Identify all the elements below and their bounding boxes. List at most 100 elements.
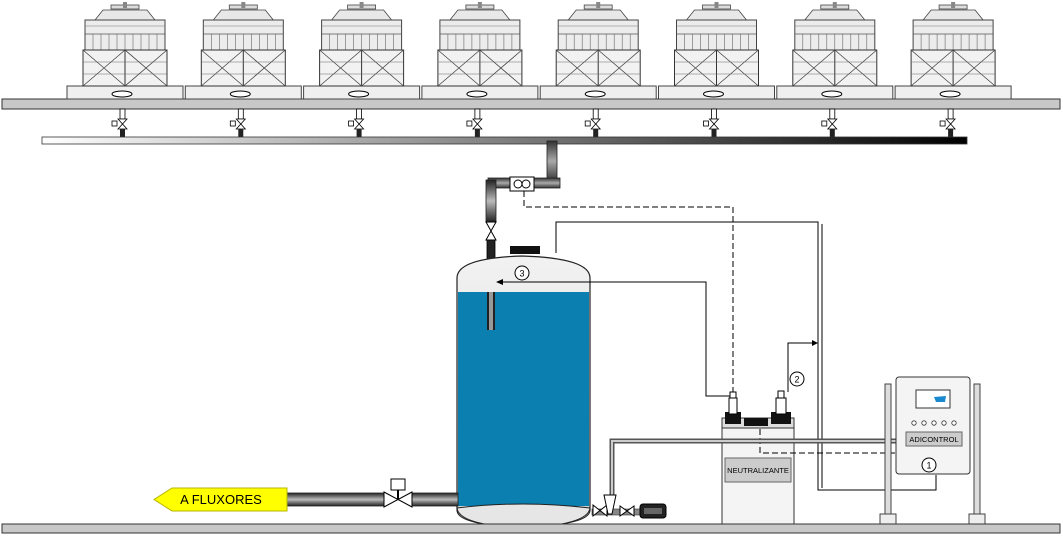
cooling-tower bbox=[303, 2, 421, 141]
tower-valve-handle bbox=[466, 120, 473, 127]
tower-riser bbox=[238, 129, 244, 141]
tower-valve-handle bbox=[821, 120, 828, 127]
cooling-tower bbox=[776, 2, 894, 141]
dosing-pump-base-2 bbox=[771, 412, 791, 424]
flowmeter-rotor-left bbox=[513, 179, 523, 189]
tower-louver-cross bbox=[674, 49, 759, 87]
tower-louver-cross bbox=[82, 49, 168, 87]
tower-valve-handle bbox=[584, 120, 591, 127]
signal-line-flowmeter bbox=[523, 191, 734, 394]
controller-cabinet bbox=[895, 376, 971, 475]
tower-riser bbox=[356, 129, 362, 141]
controller-display bbox=[915, 389, 951, 409]
tower-valve-handle bbox=[703, 120, 709, 127]
tower-louver-cross bbox=[319, 49, 404, 87]
recirculation-pump-highlight bbox=[644, 508, 662, 514]
drain-check-valve-icon bbox=[619, 505, 635, 517]
tower-hood bbox=[922, 9, 984, 21]
tower-drop-pipe bbox=[356, 108, 363, 120]
controller-button[interactable] bbox=[921, 420, 927, 426]
tower-fan-hub bbox=[596, 2, 601, 8]
tower-valve-handle bbox=[111, 120, 118, 127]
tower-valve-icon bbox=[353, 118, 365, 130]
controller-button[interactable] bbox=[911, 420, 917, 426]
tower-valve-icon bbox=[708, 118, 720, 130]
tower-valve-handle bbox=[348, 120, 355, 127]
outflow-arrow bbox=[153, 487, 288, 512]
ground-floor bbox=[1, 523, 1061, 534]
tower-drain-flange bbox=[229, 90, 251, 98]
tower-drop-pipe bbox=[237, 108, 244, 120]
tower-louver-cross bbox=[201, 49, 286, 87]
controller-display-icon bbox=[934, 396, 946, 402]
tower-drop-pipe bbox=[474, 108, 481, 120]
manhole-cover bbox=[510, 246, 540, 254]
cooling-towers bbox=[66, 2, 1012, 141]
tower-drain-flange bbox=[703, 90, 724, 98]
roof-deck bbox=[1, 98, 1061, 110]
dosing-pump-base-1 bbox=[725, 412, 741, 424]
marker-1 bbox=[921, 457, 937, 473]
cooling-tower bbox=[421, 2, 539, 141]
tower-drop-pipe bbox=[592, 108, 599, 120]
tower-riser bbox=[120, 129, 125, 141]
tower-drain-flange bbox=[821, 90, 843, 98]
bleed-line bbox=[555, 221, 937, 491]
tower-hood bbox=[567, 9, 630, 21]
tower-hood bbox=[685, 9, 748, 21]
tower-fan-hub bbox=[241, 2, 246, 8]
dosing-pump-connector bbox=[744, 418, 768, 426]
tower-valve-icon bbox=[117, 118, 128, 130]
tower-drop-pipe bbox=[119, 108, 126, 120]
drop-pipe bbox=[546, 140, 558, 182]
drain-valve-icon bbox=[592, 503, 608, 518]
outflow-arrow-label: A FLUXORES bbox=[180, 492, 262, 507]
tower-riser bbox=[711, 129, 717, 141]
dosing-pump-head-1 bbox=[729, 391, 737, 399]
dip-tube-in-water-highlight bbox=[489, 292, 493, 330]
controller-stand-right bbox=[973, 383, 981, 523]
tower-riser bbox=[474, 129, 480, 141]
tower-drain-flange bbox=[466, 90, 488, 98]
cooling-tower bbox=[658, 2, 775, 141]
controller-foot-left bbox=[879, 513, 897, 525]
marker-1-label: 1 bbox=[926, 461, 931, 471]
tower-fan-hub bbox=[477, 2, 482, 8]
tower-riser bbox=[829, 129, 835, 141]
arrow-to-marker-2 bbox=[787, 342, 814, 392]
controller-label: ADICONTROL bbox=[909, 435, 958, 444]
tower-hood bbox=[449, 9, 511, 21]
controller-button[interactable] bbox=[941, 420, 947, 426]
tower-hood bbox=[803, 9, 866, 21]
tower-hood bbox=[94, 9, 156, 21]
cooling-tower bbox=[539, 2, 657, 141]
outlet-valve-icon bbox=[383, 491, 413, 508]
neutralizer-label-plate bbox=[724, 457, 792, 483]
tower-fan-hub bbox=[832, 2, 837, 8]
inlet-pipe-vertical bbox=[485, 179, 497, 223]
tower-fan-hub bbox=[123, 2, 127, 8]
cooling-tower bbox=[66, 2, 184, 141]
tower-drain-flange bbox=[111, 90, 133, 98]
recirculation-pipe-core bbox=[611, 440, 908, 503]
dosing-line-to-tank bbox=[500, 281, 735, 397]
dosing-pump-body-1 bbox=[728, 397, 738, 415]
tower-valve-icon bbox=[590, 118, 602, 130]
tower-hood bbox=[212, 9, 275, 21]
cooling-tower bbox=[894, 2, 1012, 141]
dosing-line-arrowhead bbox=[496, 279, 503, 285]
tower-riser bbox=[948, 129, 954, 141]
controller-buttons bbox=[911, 420, 957, 426]
tower-drain-flange bbox=[584, 90, 606, 98]
tank-bottom-dish bbox=[456, 503, 591, 529]
controller-button[interactable] bbox=[951, 420, 957, 426]
tower-valve-icon bbox=[235, 118, 247, 130]
tower-drop-pipe bbox=[829, 108, 836, 120]
controller-button[interactable] bbox=[931, 420, 937, 426]
cooling-tower bbox=[184, 2, 302, 141]
marker-3-label: 3 bbox=[519, 269, 524, 279]
tank-water bbox=[458, 292, 589, 506]
controller-stand-left bbox=[884, 383, 892, 523]
marker-2 bbox=[789, 371, 805, 387]
marker-2-label: 2 bbox=[794, 375, 799, 385]
